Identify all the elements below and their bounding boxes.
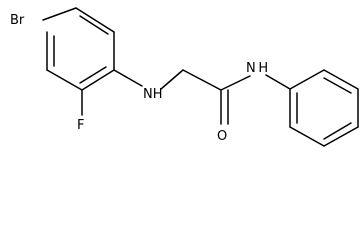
ring2-double-bond-inner [323, 122, 352, 140]
nh-phenyl-bond [265, 74, 291, 90]
ring2-bond [289, 69, 325, 90]
ring1-bond [81, 69, 115, 91]
c-nh-bond [113, 69, 143, 87]
ring2-bond [323, 126, 359, 147]
ch2-carbonyl-bond [182, 69, 222, 91]
ring2-bond [323, 69, 359, 90]
ring1-bond [75, 7, 115, 33]
phenyl-ring [289, 69, 359, 147]
ring1-double-bond-inner [79, 15, 109, 35]
bromofluorophenyl-ring [42, 7, 115, 91]
amine-nh-label: NH [143, 87, 163, 102]
nh-ch2-bond [160, 69, 184, 90]
chemical-structure: Br F NH O N H [10, 7, 359, 147]
ring1-bond [42, 7, 77, 21]
ring1-bond [46, 69, 83, 91]
carbonyl-nh-bond [220, 75, 251, 91]
fluorine-label: F [77, 118, 84, 133]
ring1-double-bond-inner [79, 66, 107, 84]
ring2-double-bond-inner [323, 77, 352, 94]
amide-nh-label: N H [246, 61, 268, 76]
ring2-bond [289, 126, 325, 147]
bromine-label: Br [10, 13, 25, 28]
oxygen-label: O [217, 129, 227, 144]
